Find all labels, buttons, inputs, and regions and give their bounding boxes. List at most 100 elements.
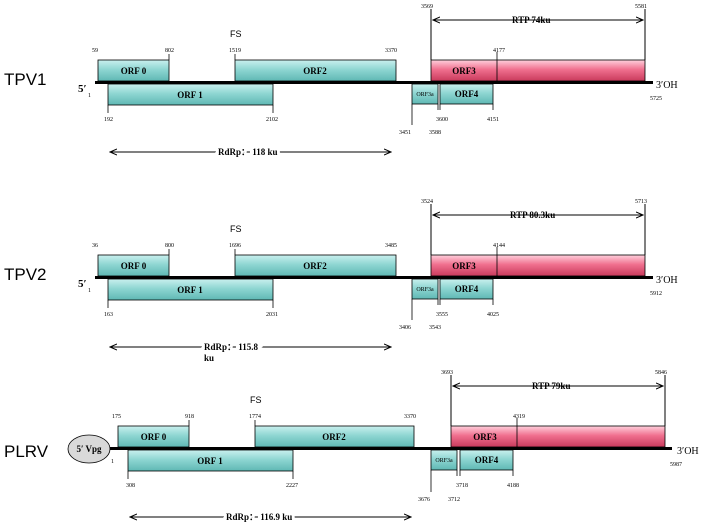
genome-line	[95, 81, 653, 84]
rdrp-label: RdRp： 116.9 ku	[226, 512, 292, 522]
orf3-end: 4177	[493, 48, 505, 54]
orf2-start: 1774	[249, 414, 261, 420]
three-prime-label: 3′OH	[677, 446, 699, 457]
rdrp-label: RdRp： 118 ku	[218, 147, 278, 157]
orf0-end: 918	[185, 414, 194, 420]
orf4-label: ORF4	[455, 89, 479, 99]
orf2-start: 1696	[229, 243, 241, 249]
orf1-end: 2227	[286, 483, 298, 489]
rtp-label: RTP 79ku	[532, 381, 570, 391]
start-position: 1	[88, 93, 91, 99]
orf0-end: 802	[165, 48, 174, 54]
orf4-box	[459, 449, 514, 471]
orf3a-label: ORF3a	[435, 458, 453, 464]
orf3a-start: 3406	[399, 325, 411, 331]
orf0-label: ORF 0	[121, 261, 147, 271]
rtp-start-position: 3693	[441, 370, 453, 376]
orf4-end: 4188	[507, 483, 519, 489]
rtp-start-position: 3524	[421, 199, 433, 205]
rtp-end-position: 5581	[635, 4, 647, 10]
orf1-end: 2102	[266, 117, 278, 123]
orf3a-end: 3543	[429, 325, 441, 331]
orf0-label: ORF 0	[121, 66, 147, 76]
orf2-end: 3485	[385, 243, 397, 249]
orf3a-box	[411, 278, 439, 300]
orf3a-box	[411, 83, 439, 105]
orf1-box	[107, 278, 274, 301]
orf2-end: 3370	[404, 414, 416, 420]
frameshift-label: FS	[250, 395, 262, 405]
orf4-box	[439, 83, 494, 105]
orf1-label: ORF 1	[177, 285, 203, 295]
orf3-label: ORF3	[452, 66, 476, 76]
panel-tpv2: TPV2 5′ 1 3′OH 5912 FS RTP 80.3ku 3524 5…	[4, 199, 678, 363]
orf3-label: ORF3	[452, 261, 476, 271]
orf2-label: ORF2	[303, 261, 327, 271]
orf3-label: ORF3	[473, 432, 497, 442]
orf4-label: ORF4	[475, 455, 499, 465]
panel-tpv1: TPV1 5′ 1 3′OH 5725 FS RTP 74ku 3569 558…	[4, 4, 678, 160]
orf4-start: 3555	[436, 312, 448, 318]
orf4-label: ORF4	[455, 284, 479, 294]
five-prime-label: 5′	[78, 83, 87, 95]
orf2-label: ORF2	[303, 66, 327, 76]
orf4-start: 3600	[436, 117, 448, 123]
orf2-start: 1519	[229, 48, 241, 54]
orf1-box	[127, 449, 294, 472]
genome-line	[110, 447, 672, 450]
orf1-label: ORF 1	[197, 456, 223, 466]
orf3a-start: 3676	[418, 497, 430, 503]
virus-label: TPV2	[4, 265, 47, 284]
orf3a-start: 3451	[399, 130, 411, 136]
orf0-start: 36	[92, 243, 98, 249]
orf3a-box	[430, 449, 458, 471]
rtp-end-position: 5713	[635, 199, 647, 205]
orf0-end: 800	[165, 243, 174, 249]
orf1-end: 2031	[266, 312, 278, 318]
orf3-end: 4144	[493, 243, 505, 249]
rtp-label: RTP 80.3ku	[510, 210, 555, 220]
three-prime-label: 3′OH	[656, 275, 678, 286]
orf1-box	[107, 83, 274, 106]
orf2-end: 3370	[385, 48, 397, 54]
orf3a-end: 3588	[429, 130, 441, 136]
orf1-start: 308	[126, 483, 135, 489]
orf3-box	[450, 425, 666, 448]
orf4-end: 4025	[487, 312, 499, 318]
orf0-label: ORF 0	[141, 432, 167, 442]
orf3-end: 4319	[513, 414, 525, 420]
orf0-box	[97, 59, 170, 82]
orf0-box	[117, 425, 190, 448]
orf0-start: 59	[92, 48, 98, 54]
vpg-label: 5′ Vpg	[76, 444, 102, 454]
virus-label: PLRV	[4, 442, 49, 461]
orf3a-label: ORF3a	[416, 92, 434, 98]
rtp-end-position: 5846	[655, 370, 667, 376]
orf2-box	[234, 254, 397, 277]
orf3a-end: 3712	[448, 497, 460, 503]
orf4-end: 4151	[487, 117, 499, 123]
orf4-box	[439, 278, 494, 300]
orf2-label: ORF2	[322, 432, 346, 442]
orf1-start: 163	[104, 312, 113, 318]
frameshift-label: FS	[230, 224, 242, 234]
panel-plrv: PLRV 5′ Vpg 1 3′OH 5987 FS RTP 79ku 3693…	[4, 370, 699, 525]
orf0-box	[97, 254, 170, 277]
start-position: 1	[88, 288, 91, 294]
orf1-label: ORF 1	[177, 90, 203, 100]
orf3-box	[430, 59, 646, 82]
orf0-start: 175	[112, 414, 121, 420]
rtp-label: RTP 74ku	[512, 15, 550, 25]
orf2-box	[234, 59, 397, 82]
orf3-box	[430, 254, 646, 277]
orf2-box	[254, 425, 415, 448]
rdrp-label-line2: ku	[204, 353, 214, 363]
rtp-start-position: 3569	[421, 4, 433, 10]
virus-label: TPV1	[4, 70, 47, 89]
start-position: 1	[111, 459, 114, 465]
orf3a-label: ORF3a	[416, 287, 434, 293]
three-prime-label: 3′OH	[656, 80, 678, 91]
orf1-start: 192	[104, 117, 113, 123]
